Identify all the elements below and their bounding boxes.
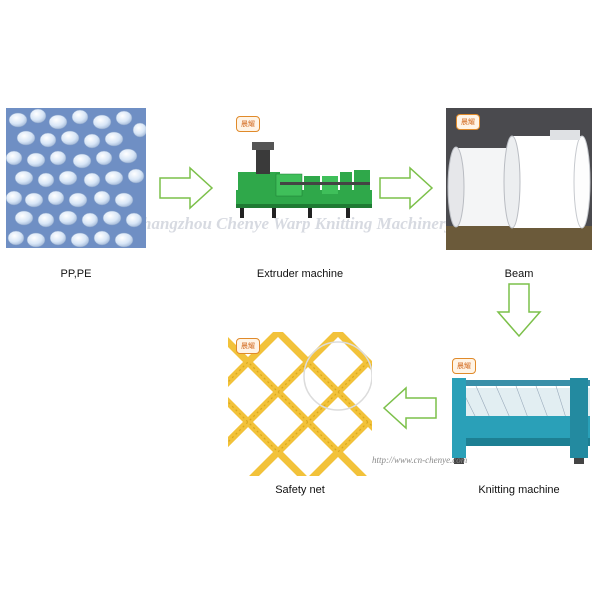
beam-label: Beam bbox=[504, 268, 534, 280]
arrow-right-icon bbox=[159, 166, 214, 210]
brand-logo-icon: 晨耀 bbox=[456, 114, 480, 130]
beam-image: 晨耀 bbox=[446, 108, 592, 250]
brand-logo-icon: 晨耀 bbox=[236, 338, 260, 354]
arrow-down-icon bbox=[496, 283, 542, 338]
arrow-left-icon bbox=[382, 386, 437, 430]
website-watermark: http://www.cn-chenye.com bbox=[372, 455, 468, 465]
brand-logo-icon: 晨耀 bbox=[452, 358, 476, 374]
extruder-image: 晨耀 bbox=[226, 112, 374, 234]
brand-logo-icon: 晨耀 bbox=[236, 116, 260, 132]
pellets-image bbox=[6, 108, 146, 248]
safety-net-label: Safety net bbox=[275, 484, 325, 496]
extruder-label: Extruder machine bbox=[256, 268, 344, 280]
pellets-label: PP,PE bbox=[60, 268, 92, 280]
knitting-image: 晨耀 bbox=[446, 358, 592, 470]
arrow-right-icon bbox=[379, 166, 434, 210]
safety-net-image: 晨耀 bbox=[228, 332, 372, 476]
knitting-label: Knitting machine bbox=[478, 484, 560, 496]
